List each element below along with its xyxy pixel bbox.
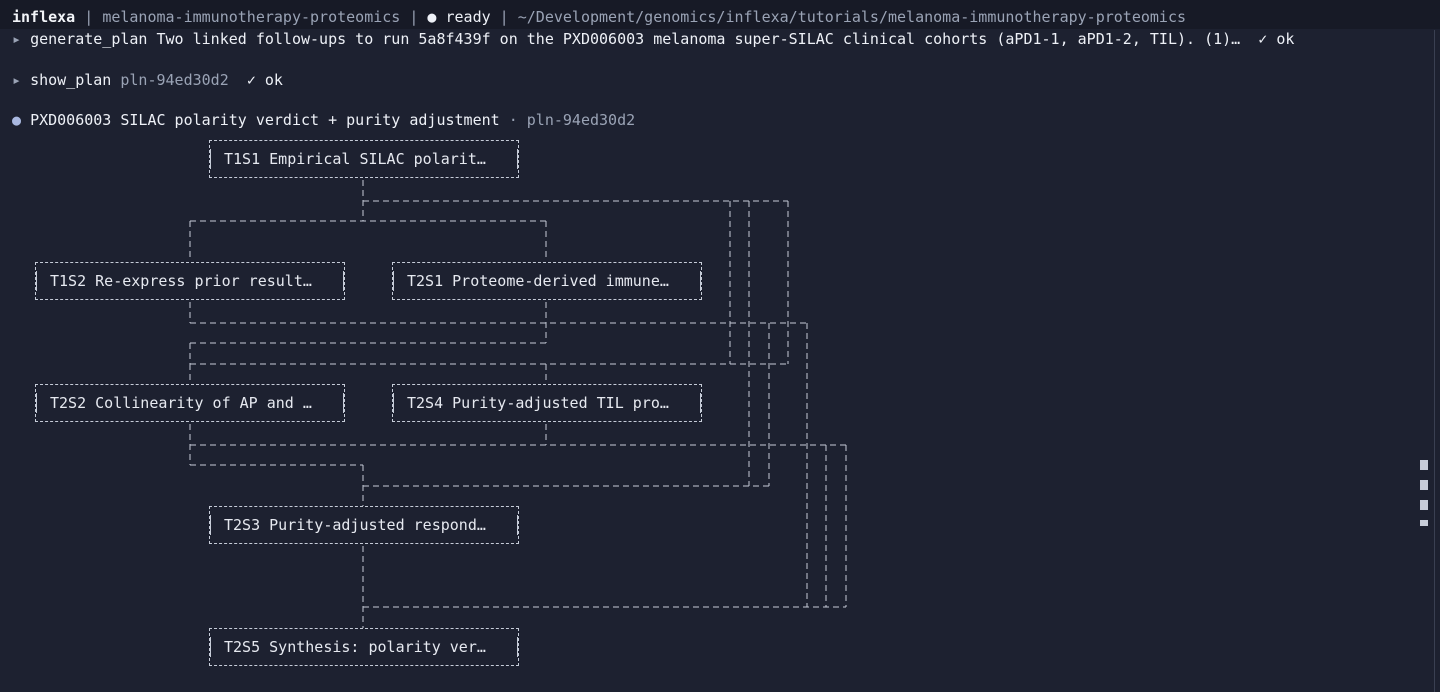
plan-id: pln-94ed30d2 [526,111,636,129]
node-label: T2S2 Collinearity of AP and … [50,394,312,412]
log-entry-show-plan[interactable]: ▸ show_plan pln-94ed30d2 ✓ ok [12,70,283,90]
status-line: inflexa | melanoma-immunotherapy-proteom… [12,7,1186,27]
tool-name: show_plan [30,71,112,89]
status-separator: | [400,8,428,26]
working-directory: ~/Development/genomics/inflexa/tutorials… [517,8,1187,26]
plan-node-t2s1[interactable]: T2S1 Proteome-derived immune… [392,262,702,300]
scroll-marker[interactable] [1420,500,1428,510]
plan-header: ● PXD006003 SILAC polarity verdict + pur… [12,110,635,130]
app-name: inflexa [12,8,76,26]
scrollbar-track[interactable] [1434,30,1435,692]
scroll-marker[interactable] [1420,460,1428,470]
plan-node-t2s3[interactable]: T2S3 Purity-adjusted respond… [209,506,519,544]
tool-result: ✓ ok [1258,30,1295,48]
node-label: T2S1 Proteome-derived immune… [407,272,669,290]
bullet-icon: ● [12,111,22,129]
expand-arrow-icon[interactable]: ▸ [12,71,22,89]
tool-name: generate_plan [30,30,148,48]
scroll-marker[interactable] [1420,480,1428,490]
plan-separator: · [499,111,527,129]
plan-node-t2s5[interactable]: T2S5 Synthesis: polarity ver… [209,628,519,666]
tool-detail: pln-94ed30d2 [120,71,229,89]
plan-node-t2s4[interactable]: T2S4 Purity-adjusted TIL pro… [392,384,702,422]
tool-result: ✓ ok [246,71,283,89]
node-label: T1S2 Re-express prior result… [50,272,312,290]
tool-detail: Two linked follow-ups to run 5a8f439f on… [156,30,1241,48]
expand-arrow-icon[interactable]: ▸ [12,30,22,48]
plan-node-t1s1[interactable]: T1S1 Empirical SILAC polarit… [209,140,519,178]
log-entry-generate-plan[interactable]: ▸ generate_plan Two linked follow-ups to… [12,29,1294,49]
status-bar [0,0,1440,29]
status-text: ready [436,8,491,26]
plan-title: PXD006003 SILAC polarity verdict + purit… [30,111,500,129]
node-label: T2S4 Purity-adjusted TIL pro… [407,394,669,412]
status-dot-icon: ● [427,8,437,26]
status-separator: | [75,8,103,26]
scroll-marker[interactable] [1420,520,1428,526]
node-label: T2S5 Synthesis: polarity ver… [224,638,486,656]
plan-node-t1s2[interactable]: T1S2 Re-express prior result… [35,262,345,300]
project-name: melanoma-immunotherapy-proteomics [102,8,401,26]
plan-node-t2s2[interactable]: T2S2 Collinearity of AP and … [35,384,345,422]
status-separator: | [490,8,518,26]
node-label: T2S3 Purity-adjusted respond… [224,516,486,534]
node-label: T1S1 Empirical SILAC polarit… [224,150,486,168]
